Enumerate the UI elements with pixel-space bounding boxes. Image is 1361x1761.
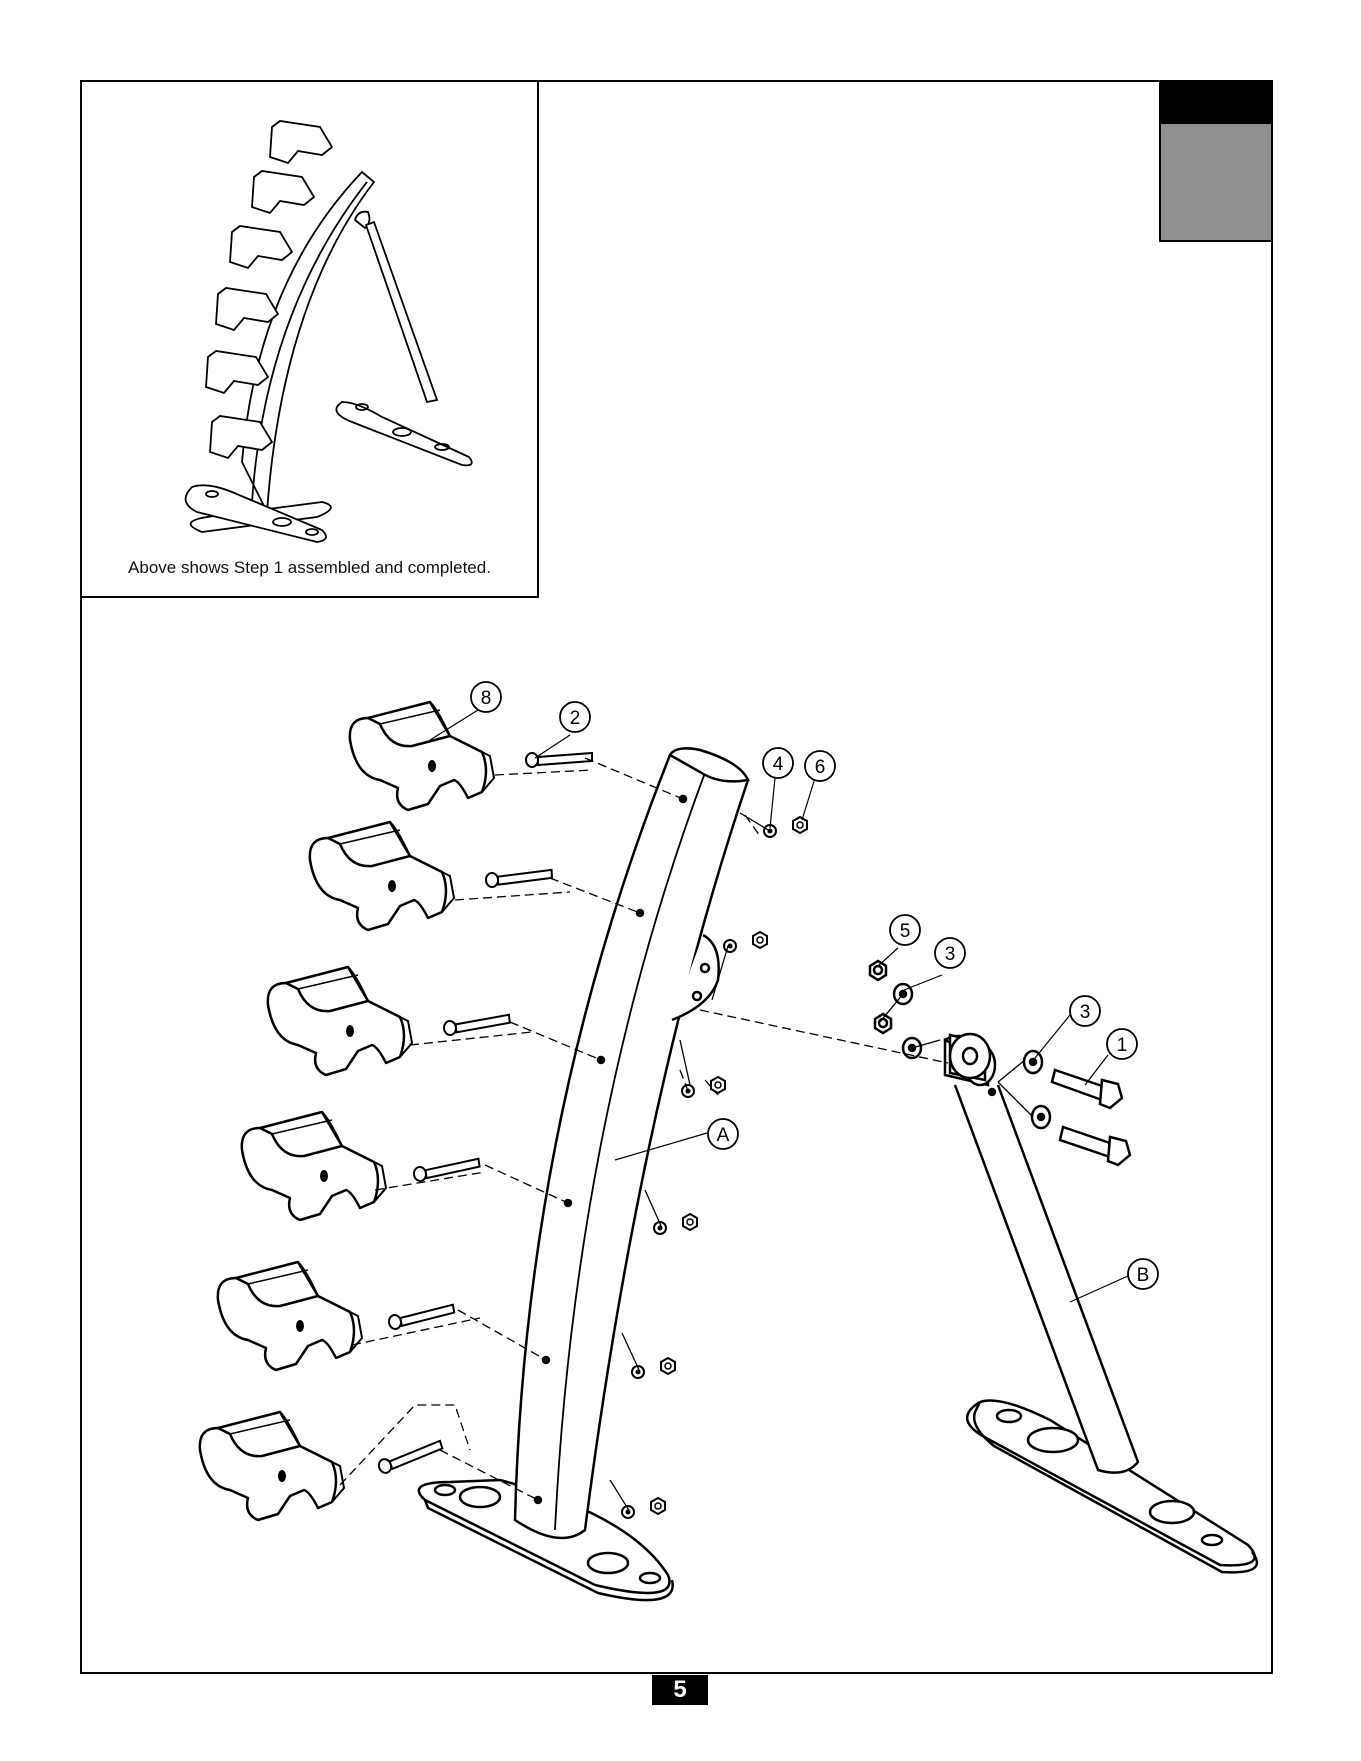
svg-text:6: 6 [815,757,826,778]
callout-b: B [1128,1259,1158,1289]
callout-a: A [708,1119,738,1149]
inset-step1-completed: Above shows Step 1 assembled and complet… [80,80,539,598]
bolt-6 [377,1441,444,1475]
bolt-1 [526,753,592,767]
holder-2 [310,822,454,930]
svg-text:3: 3 [1080,1002,1091,1023]
nut-washer-2 [724,932,767,952]
callout-3-upper: 3 [935,938,965,968]
holder-4 [242,1112,386,1220]
callout-3-lower: 3 [1070,996,1100,1026]
holder-5 [218,1262,362,1370]
bolt-3 [443,1015,510,1036]
svg-text:1: 1 [1117,1035,1128,1056]
svg-text:A: A [717,1125,730,1146]
holder-6 [200,1412,344,1520]
page-number: 5 [652,1675,708,1705]
callout-8: 8 [471,682,501,712]
upright-b [945,1036,1257,1572]
svg-text:4: 4 [773,754,784,775]
callout-5: 5 [890,915,920,945]
inset-caption: Above shows Step 1 assembled and complet… [82,558,537,578]
step1-assembled-illustration [82,82,541,552]
callout-2: 2 [560,702,590,732]
svg-text:2: 2 [570,708,581,729]
callout-1: 1 [1107,1029,1137,1059]
svg-text:B: B [1137,1265,1150,1286]
callout-4: 4 [763,748,793,778]
svg-text:5: 5 [900,921,911,942]
holder-3 [268,967,412,1075]
bolt-2 [486,870,553,887]
svg-text:3: 3 [945,944,956,965]
svg-text:8: 8 [481,688,492,709]
nut-washer-6 [622,1498,665,1518]
upright-a [419,748,748,1600]
callout-6: 6 [805,751,835,781]
bolt-5 [388,1305,455,1330]
holder-1 [350,702,494,810]
